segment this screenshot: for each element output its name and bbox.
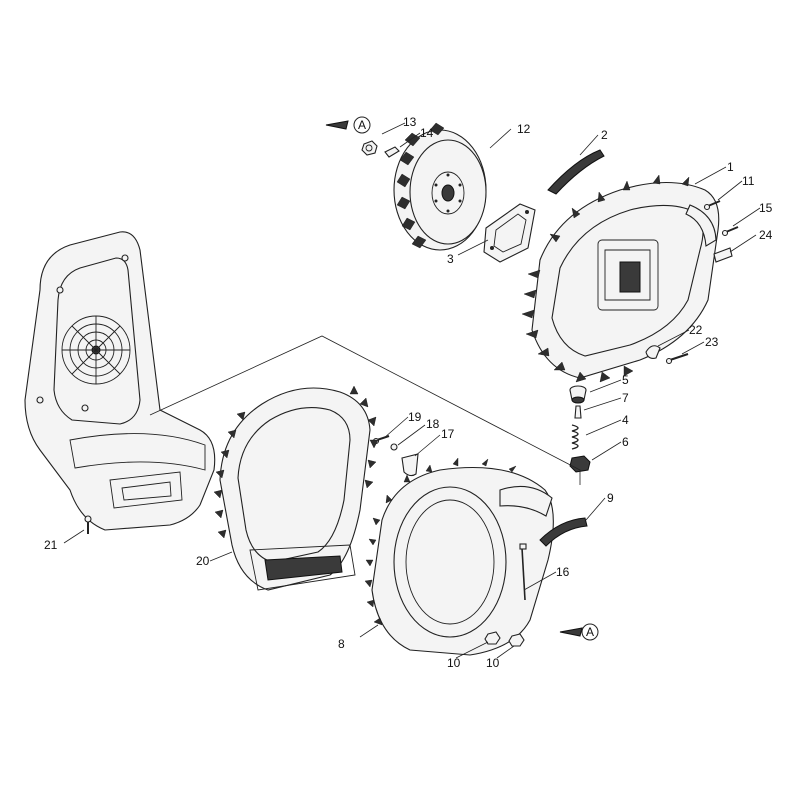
- callout-5: 5: [622, 373, 629, 387]
- part-14-key: [384, 146, 400, 158]
- callout-17: 17: [441, 427, 455, 441]
- part-24-label: [713, 247, 733, 263]
- part-6-valve-seat: [569, 455, 591, 473]
- callout-8: 8: [338, 637, 345, 651]
- part-5-cap: [569, 385, 587, 404]
- part-12-fan-impeller: [393, 122, 487, 251]
- callout-12: 12: [517, 122, 531, 136]
- part-15-screw: [721, 226, 739, 237]
- callout-3: 3: [447, 252, 454, 266]
- callout-14: 14: [420, 126, 434, 140]
- part-16-cable-tie: [519, 543, 527, 601]
- callout-9: 9: [607, 491, 614, 505]
- callout-22: 22: [689, 323, 703, 337]
- callout-19: 19: [408, 410, 422, 424]
- callout-20: 20: [196, 554, 210, 568]
- assembly-reference-lines: [149, 335, 581, 485]
- reference-mark-label: A: [358, 118, 366, 132]
- reference-mark-label: A: [586, 625, 594, 639]
- part-8-volute-case: [364, 457, 554, 656]
- callout-16: 16: [556, 565, 570, 579]
- callout-24: 24: [759, 228, 773, 242]
- callout-18: 18: [426, 417, 440, 431]
- part-20-inner-shroud: [213, 385, 379, 591]
- callout-6: 6: [622, 435, 629, 449]
- callout-15: 15: [759, 201, 773, 215]
- part-3-plate: [483, 203, 536, 263]
- part-17-bracket: [401, 453, 419, 477]
- callout-23: 23: [705, 335, 719, 349]
- part-4-spring: [571, 424, 579, 450]
- part-2-arc-guide: [547, 149, 605, 195]
- part-10-nut-second: [508, 633, 525, 647]
- part-9-arc-guide: [539, 517, 588, 547]
- callout-4: 4: [622, 413, 629, 427]
- callout-labels: 1 2 3 4 5 6 7 8 9 10 10 11 12 13 14 15 1…: [44, 115, 773, 670]
- callout-11: 11: [742, 174, 755, 188]
- backpack-frame: [24, 231, 216, 531]
- callout-10: 10: [447, 656, 461, 670]
- reference-mark-a-bottom: A: [559, 623, 599, 641]
- leader-lines: [63, 122, 761, 659]
- callout-2: 2: [601, 128, 608, 142]
- callout-10-second: 10: [486, 656, 500, 670]
- part-23-screw: [665, 353, 689, 365]
- reference-mark-a-top: A: [325, 116, 371, 134]
- callout-7: 7: [622, 391, 629, 405]
- part-1-fan-housing: [521, 174, 720, 383]
- part-21-screw: [84, 515, 92, 534]
- callout-1: 1: [727, 160, 734, 174]
- part-18-washer: [390, 443, 398, 451]
- part-22-clip: [645, 345, 661, 359]
- part-13-nut: [361, 140, 378, 156]
- callout-13: 13: [403, 115, 417, 129]
- callout-21: 21: [44, 538, 58, 552]
- part-10-nut: [484, 631, 501, 645]
- part-7-pin: [574, 405, 582, 419]
- part-11-screw: [703, 200, 721, 211]
